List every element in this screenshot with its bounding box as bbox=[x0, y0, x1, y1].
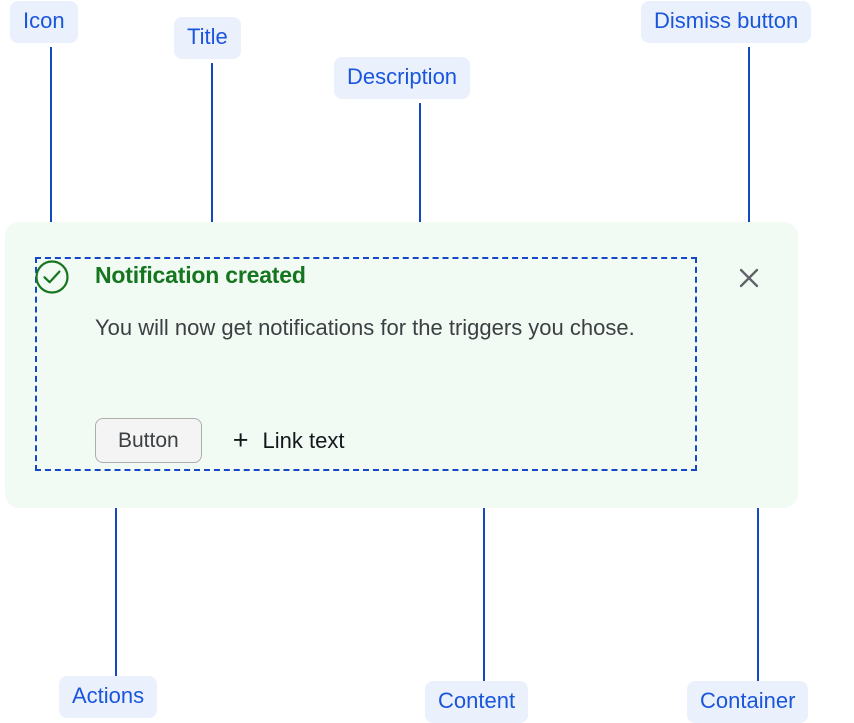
dismiss-button[interactable] bbox=[733, 262, 765, 294]
notification-content-region bbox=[35, 257, 697, 471]
notification-description: You will now get notifications for the t… bbox=[95, 315, 635, 340]
annotation-line-container bbox=[757, 475, 759, 681]
annotation-label-title: Title bbox=[174, 17, 241, 59]
action-link[interactable]: + Link text bbox=[233, 427, 345, 454]
annotation-label-dismiss: Dismiss button bbox=[641, 1, 812, 43]
close-icon bbox=[739, 268, 759, 288]
annotation-label-container: Container bbox=[687, 681, 809, 723]
annotation-line-icon bbox=[50, 47, 52, 243]
annotation-label-content: Content bbox=[425, 681, 529, 723]
annotation-line-description bbox=[419, 103, 421, 303]
action-button[interactable]: Button bbox=[95, 418, 202, 463]
annotation-line-dismiss bbox=[748, 47, 750, 245]
annotation-line-actions bbox=[115, 472, 117, 676]
annotation-label-actions: Actions bbox=[59, 676, 158, 718]
action-link-label: Link text bbox=[262, 427, 345, 453]
notification-actions: Button + Link text bbox=[95, 418, 344, 463]
annotation-label-icon: Icon bbox=[10, 1, 78, 43]
check-circle-icon bbox=[34, 259, 70, 295]
annotation-label-description: Description bbox=[334, 57, 471, 99]
annotation-line-content bbox=[483, 472, 485, 681]
annotation-line-title bbox=[211, 63, 213, 264]
plus-icon: + bbox=[232, 425, 249, 455]
notification-title: Notification created bbox=[95, 262, 306, 288]
